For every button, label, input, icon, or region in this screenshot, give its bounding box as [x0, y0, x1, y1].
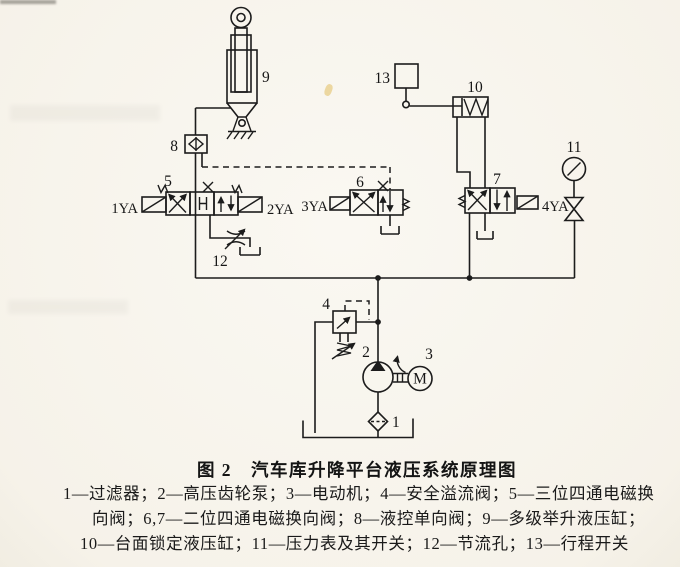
directional-valve-5 — [141, 181, 263, 216]
motor-letter: M — [413, 371, 427, 388]
label-11: 11 — [567, 139, 582, 156]
pump-outlet-icon — [370, 360, 386, 371]
spring-icon — [457, 194, 467, 209]
junction-dot — [375, 275, 381, 281]
closed-port-icon — [377, 180, 389, 192]
label-3ya: 3YA — [301, 199, 328, 215]
locking-cylinder-10 — [409, 96, 489, 118]
label-4: 4 — [322, 296, 330, 313]
label-9: 9 — [262, 69, 270, 86]
pivot-icon — [238, 119, 247, 128]
directional-valve-7 — [456, 117, 539, 240]
tank-icon — [476, 231, 494, 240]
closed-port-icon — [202, 181, 214, 193]
relief-valve-4 — [314, 300, 378, 433]
solenoid-4ya-icon — [516, 195, 539, 210]
tank-icon — [380, 226, 400, 235]
adjust-arrow-icon — [331, 342, 356, 360]
spring-icon — [157, 183, 169, 195]
spring-icon — [336, 342, 352, 357]
solenoid-1ya-icon — [141, 196, 167, 213]
legend-line-3: 10—台面锁定液压缸；11—压力表及其开关；12—节流孔；13—行程开关 — [80, 534, 629, 553]
flow-arrow-icon — [336, 316, 351, 330]
directional-valve-6 — [329, 180, 411, 235]
throttle-12 — [209, 215, 261, 256]
switch-roller-icon — [401, 100, 410, 109]
adjust-arrow-icon — [224, 228, 246, 250]
label-13: 13 — [375, 70, 391, 87]
label-8: 8 — [170, 138, 178, 155]
shaft-coupling — [393, 372, 409, 383]
spring-icon — [463, 97, 489, 117]
check-valve-icon — [187, 137, 205, 151]
telescopic-cylinder-9 — [226, 6, 258, 140]
label-7: 7 — [493, 171, 501, 188]
filter-1 — [367, 410, 389, 438]
label-12: 12 — [212, 253, 228, 270]
label-3: 3 — [425, 346, 433, 363]
shutoff-valve-icon — [563, 196, 585, 222]
rotation-arrow-icon — [392, 355, 406, 374]
spring-icon — [401, 197, 411, 212]
roller-icon — [236, 12, 246, 23]
blocked-center-icon — [198, 197, 208, 210]
scan-artifact-ghost-text — [10, 105, 160, 121]
pilot-check-valve-8 — [184, 134, 391, 190]
label-1: 1 — [392, 414, 400, 431]
label-6: 6 — [356, 174, 364, 191]
legend-line-2: 向阀；6,7—二位四通电磁换向阀；8—液控单向阀；9—多级举升液压缸； — [92, 509, 646, 528]
junction-dot — [466, 275, 473, 281]
legend-line-1: 1—过滤器；2—高压齿轮泵；3—电动机；4—安全溢流阀；5—三位四通电磁换 — [63, 484, 655, 503]
label-10: 10 — [467, 79, 483, 96]
label-4ya: 4YA — [542, 199, 569, 215]
pilot-line — [344, 300, 370, 320]
gear-pump-2 — [362, 360, 394, 413]
electric-motor-3: M — [392, 355, 433, 392]
label-1ya: 1YA — [111, 201, 138, 217]
pressure-gauge-11 — [561, 156, 587, 222]
label-2: 2 — [362, 344, 370, 361]
solenoid-2ya-icon — [237, 196, 263, 213]
figure-caption: 图 2 汽车库升降平台液压系统原理图 — [196, 460, 518, 480]
gauge-needle — [567, 162, 581, 176]
tank-icon — [302, 418, 414, 439]
diagram-labels: 9 8 5 6 7 10 13 11 12 4 2 3 1 1YA 2YA 3Y… — [111, 69, 581, 431]
travel-switch-13 — [394, 63, 419, 109]
label-5: 5 — [164, 173, 172, 190]
scan-artifact-smudge — [0, 0, 56, 4]
oil-tank — [302, 418, 414, 439]
spring-icon — [231, 183, 243, 195]
tank-icon — [239, 247, 261, 256]
label-2ya: 2YA — [267, 202, 294, 218]
scan-artifact-ghost-text — [8, 300, 128, 314]
solenoid-3ya-icon — [329, 196, 351, 211]
